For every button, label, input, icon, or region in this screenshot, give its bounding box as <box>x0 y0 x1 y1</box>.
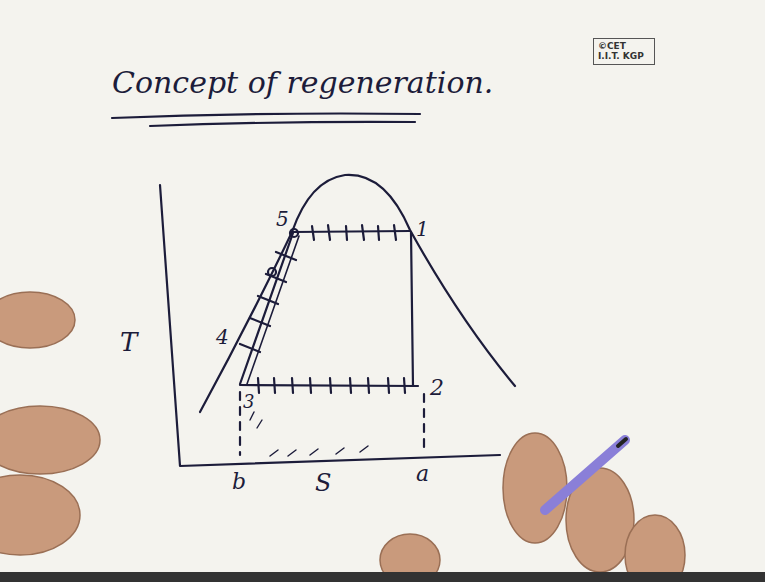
axis-label: T <box>120 328 137 357</box>
title: Concept of regeneration. <box>112 66 493 99</box>
state-number: 5 <box>276 208 289 230</box>
watermark-text: ©CET I.I.T. KGP <box>598 41 650 62</box>
state-number: 4 <box>216 326 229 348</box>
state-number: 3 <box>243 392 254 412</box>
state-number: 2 <box>430 376 444 400</box>
point-label: b <box>232 470 246 494</box>
state-number: 1 <box>416 218 429 240</box>
point-label: a <box>416 462 429 486</box>
watermark-box: ©CET I.I.T. KGP <box>593 38 655 65</box>
axis-label: S <box>315 470 331 496</box>
